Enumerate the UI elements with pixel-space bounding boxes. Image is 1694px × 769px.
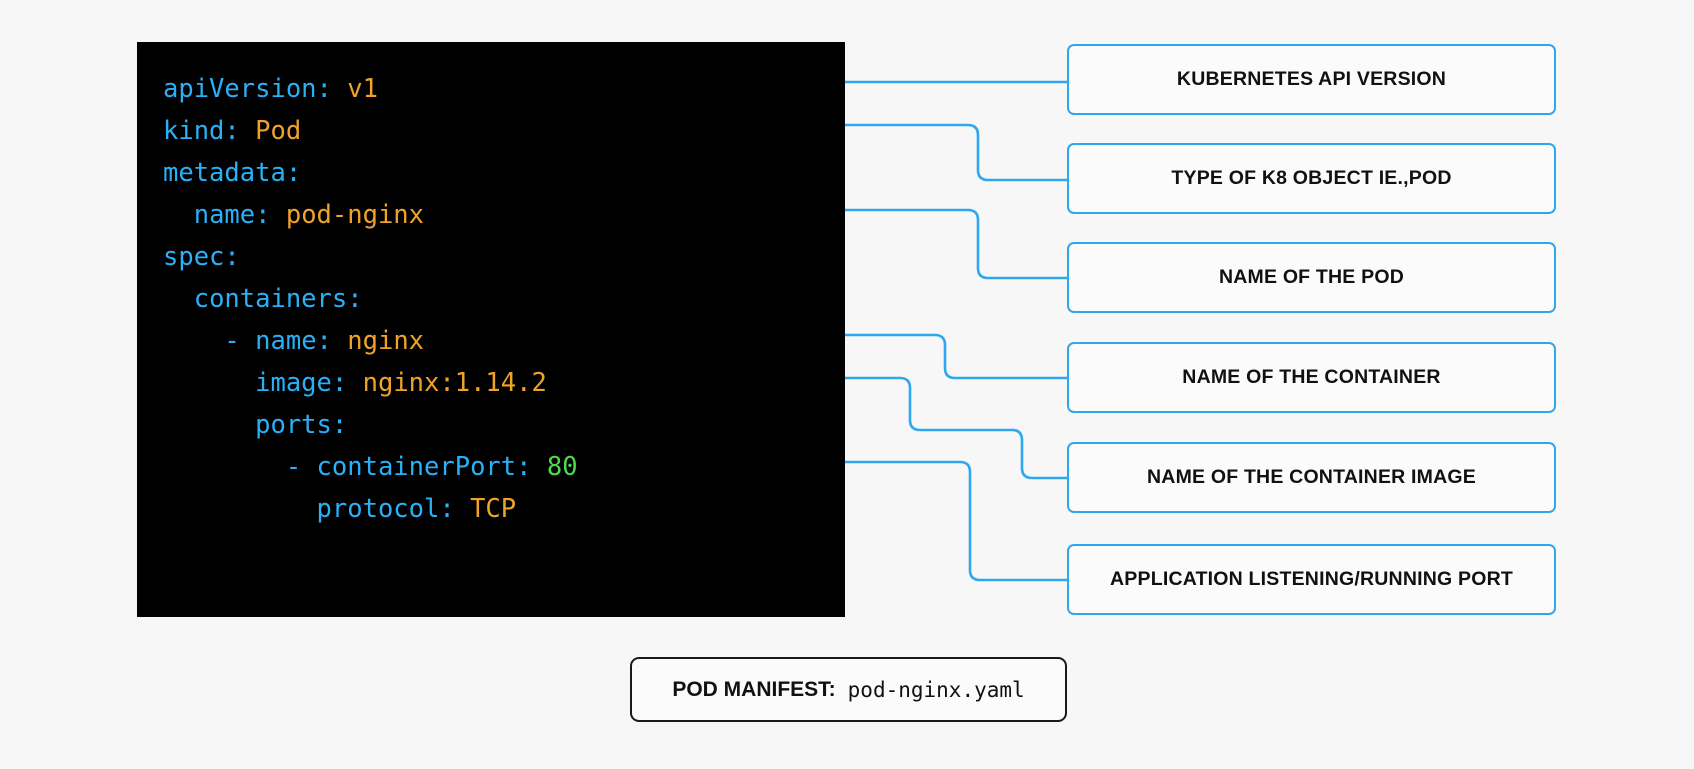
code-line-protocol: protocol: TCP [316,494,517,524]
code-line-kind: kind: Pod [163,116,302,146]
callout-box-container-name[interactable]: NAME OF THE CONTAINER [1067,342,1556,413]
callout-label: KUBERNETES API VERSION [1176,68,1447,90]
code-line-ports: ports: [255,410,348,440]
code-line-containerport: - containerPort: 80 [285,452,578,482]
manifest-filename: pod-nginx.yaml [847,677,1025,702]
code-line-name-pod: name: pod-nginx [193,200,425,230]
code-line-spec: spec: [163,242,240,272]
code-line-container-name: - name: nginx [224,326,425,356]
yaml-code-block: apiVersion: v1 kind: Pod metadata: name:… [137,42,845,617]
callout-label: TYPE OF K8 OBJECT IE.,POD [1171,167,1452,189]
pod-manifest-caption: POD MANIFEST: pod-nginx.yaml [630,657,1067,722]
callout-label: NAME OF THE POD [1218,266,1404,288]
code-line-metadata: metadata: [163,158,302,188]
callout-label: APPLICATION LISTENING/RUNNING PORT [1110,568,1513,590]
callout-box-container-image[interactable]: NAME OF THE CONTAINER IMAGE [1067,442,1556,513]
callout-label: NAME OF THE CONTAINER IMAGE [1147,466,1476,488]
callout-box-pod-name[interactable]: NAME OF THE POD [1067,242,1556,313]
callout-label: NAME OF THE CONTAINER [1182,366,1441,388]
code-line-apiversion: apiVersion: v1 [163,74,378,104]
callout-box-listening-port[interactable]: APPLICATION LISTENING/RUNNING PORT [1067,544,1556,615]
callout-box-object-type[interactable]: TYPE OF K8 OBJECT IE.,POD [1067,143,1556,214]
manifest-label: POD MANIFEST: [672,677,836,701]
code-line-image: image: nginx:1.14.2 [255,368,547,398]
callout-box-api-version[interactable]: KUBERNETES API VERSION [1067,44,1556,115]
code-line-containers: containers: [193,284,363,314]
